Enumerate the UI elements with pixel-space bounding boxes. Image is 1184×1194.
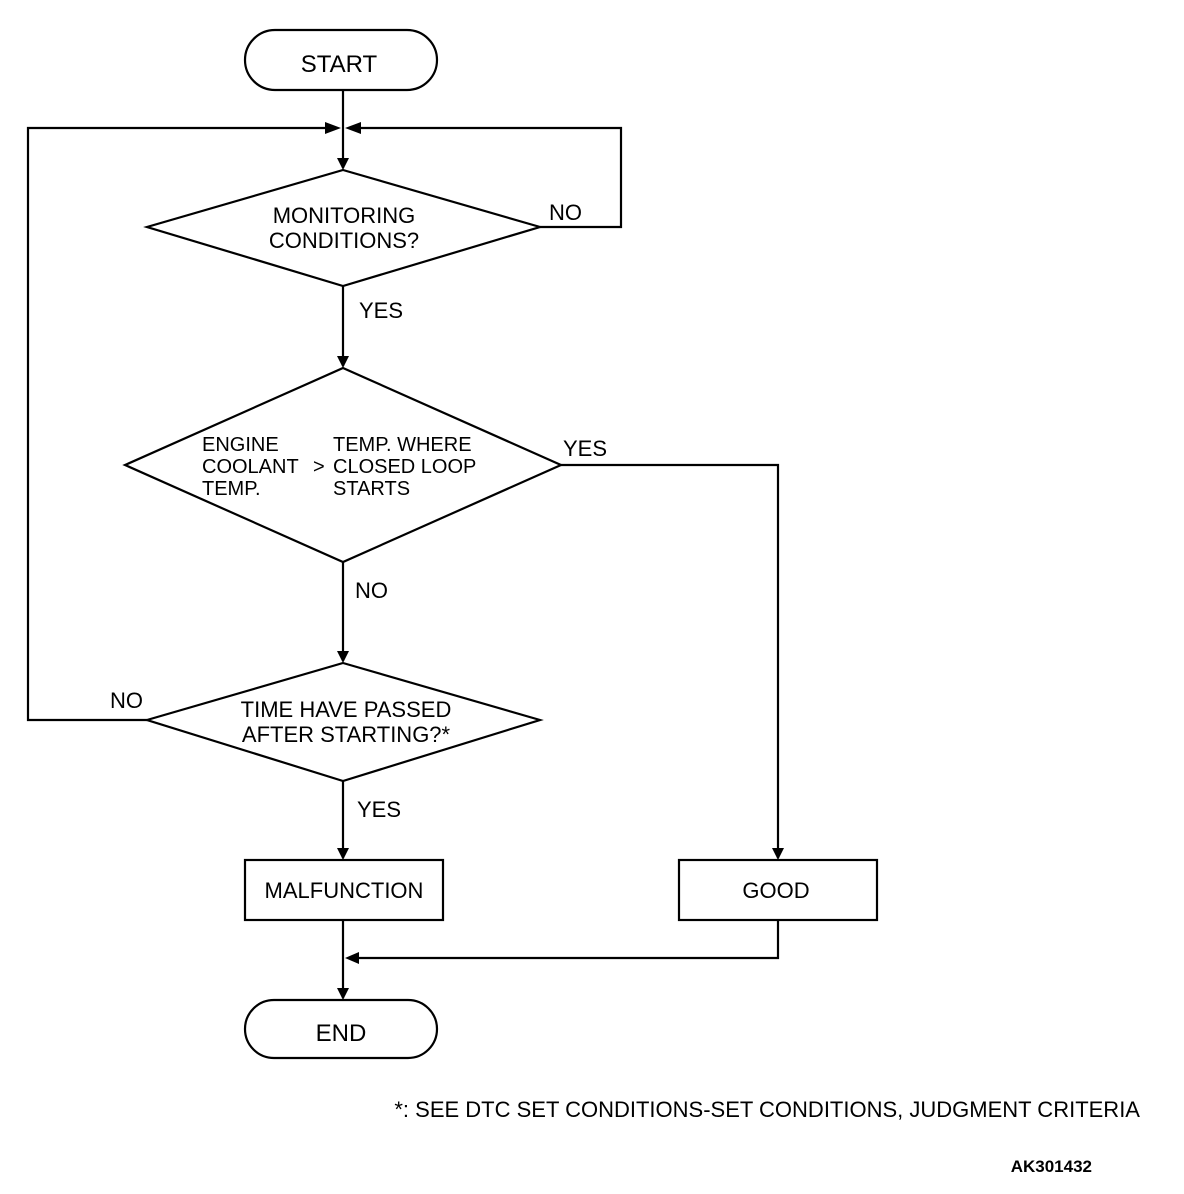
arrowhead-into-malfunction [337,848,349,860]
temp-yes-label: YES [563,436,607,461]
good-box [677,858,879,922]
connector-good-end [356,920,780,960]
time-line1: TIME HAVE PASSED [241,697,452,722]
temp-right-line1: TEMP. WHERE [333,434,472,456]
end-terminal [243,998,439,1060]
start-terminal [243,28,439,92]
end-label: END [316,1020,367,1047]
arrowhead-left-loop [325,122,341,134]
arrowhead-into-good [772,848,784,860]
monitoring-yes-label: YES [359,298,403,323]
time-no-label: NO [110,688,143,713]
arrowhead-into-temp [337,356,349,368]
time-line2: AFTER STARTING?* [242,722,451,747]
temp-left-line1: ENGINE [202,434,279,456]
monitoring-line2: CONDITIONS? [269,228,419,253]
malfunction-box [243,858,445,922]
arrowhead-into-monitoring [337,158,349,170]
temp-left-line2: COOLANT [202,456,299,478]
temp-right-line3: STARTS [333,478,410,500]
monitoring-line1: MONITORING [273,203,416,228]
connector-time-no-loop [26,126,329,722]
arrowhead-into-time [337,651,349,663]
footnote: *: SEE DTC SET CONDITIONS-SET CONDITIONS… [394,1097,1140,1122]
connector-temp-yes [561,463,780,858]
temp-right-line2: CLOSED LOOP [333,456,476,478]
temp-no-label: NO [355,578,388,603]
figure-id: AK301432 [1011,1157,1092,1176]
temp-operator: > [313,456,325,478]
start-label: START [301,51,378,78]
good-label: GOOD [742,878,809,903]
arrowhead-into-end [337,988,349,1000]
connector-monitoring-no-loop [356,126,623,229]
malfunction-label: MALFUNCTION [265,878,424,903]
arrowhead-right-loop [345,122,361,134]
monitoring-no-label: NO [549,200,582,225]
temp-left-line3: TEMP. [202,478,261,500]
time-yes-label: YES [357,797,401,822]
arrowhead-good-merge [345,952,359,964]
